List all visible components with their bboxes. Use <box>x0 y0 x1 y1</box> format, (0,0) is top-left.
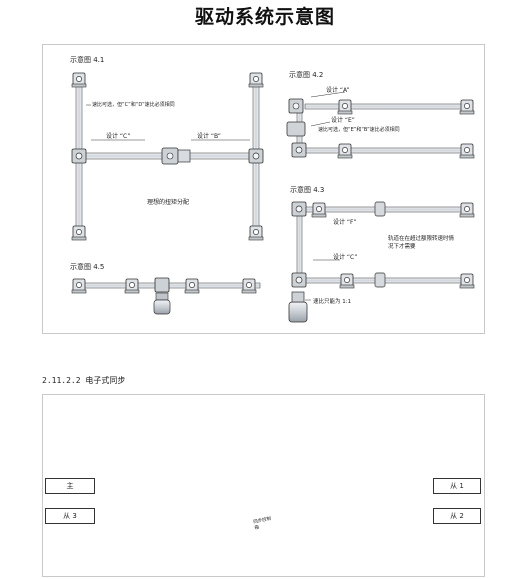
figure-4-5 <box>71 277 261 315</box>
design-f-label: 设计 “F” <box>333 219 357 226</box>
design-b-label: 设计 “B” <box>197 133 221 140</box>
note-4-1: 速比可选，但“C”和“D”速比必须相同 <box>92 102 175 108</box>
slave-3-label-box: 从 3 <box>45 508 95 524</box>
figure-4-2 <box>286 91 475 159</box>
figure-4-1 <box>71 72 264 241</box>
figure-4-3-label: 示意图 4.3 <box>290 186 325 194</box>
design-c2-label: 设计 “C” <box>333 254 358 261</box>
electronic-sync-panel <box>42 394 485 577</box>
slave-1-label-box: 从 1 <box>433 478 481 494</box>
page-title: 驱动系统示意图 <box>194 6 335 28</box>
design-a-label: 设计 “A” <box>326 87 350 94</box>
figure-4-1-label: 示意图 4.1 <box>70 56 105 64</box>
slave-2-label-box: 从 2 <box>433 508 481 524</box>
figure-4-5-label: 示意图 4.5 <box>70 263 105 271</box>
design-c-label: 设计 “C” <box>106 133 131 140</box>
note-4-3: 轨道在在超过额限转速时情况下才需要 <box>388 236 455 250</box>
figure-4-2-label: 示意图 4.2 <box>289 71 324 79</box>
section-heading: 2.11.2.2 电子式同步 <box>42 376 126 385</box>
figure-4-3 <box>288 201 475 323</box>
ideal-load-label: 理想的扭矩分配 <box>147 199 190 206</box>
note-4-2: 速比可选，但“E”和“B”速比必须相同 <box>318 127 400 133</box>
ratio-note: 速比只能为 1:1 <box>313 299 352 305</box>
design-e-label: 设计 “E” <box>331 117 355 124</box>
master-label-box: 主 <box>45 478 95 494</box>
